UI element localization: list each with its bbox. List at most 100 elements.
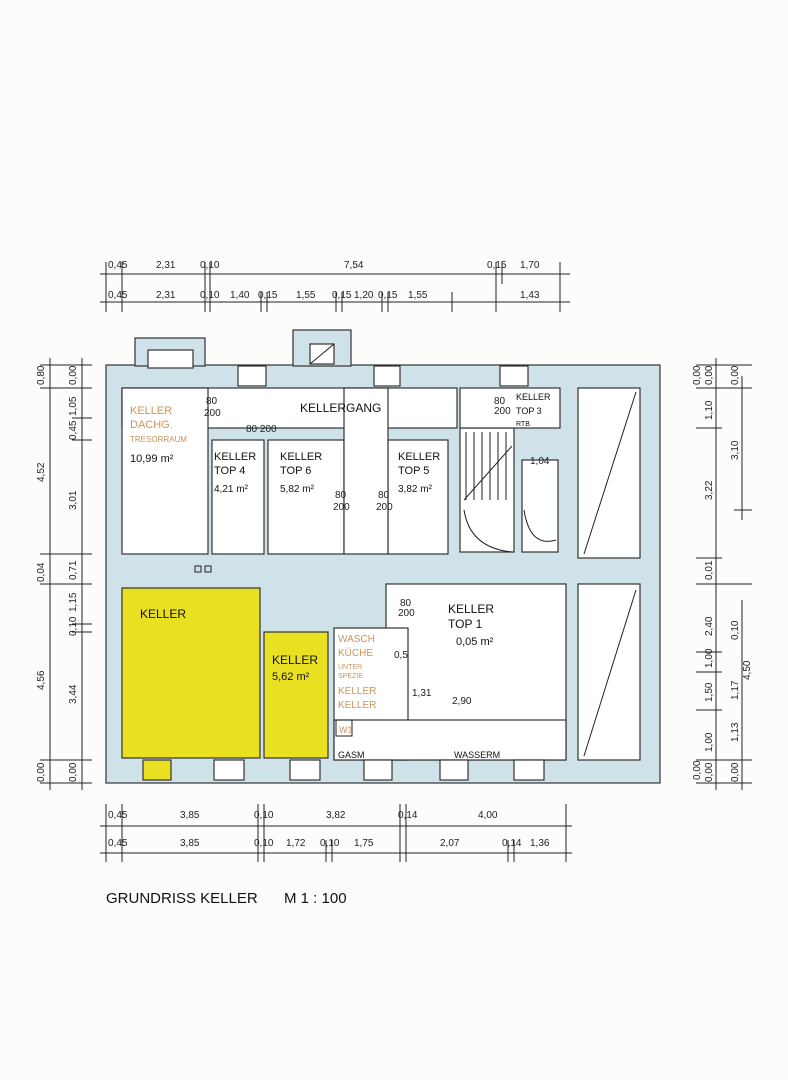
room-keller-top3	[459, 387, 561, 429]
dim-right2-1: 3,10	[730, 440, 741, 460]
door-1b: 200	[204, 408, 221, 419]
dim-bot2-8: 1,36	[530, 838, 550, 849]
outlet-2	[204, 565, 212, 573]
dim-top2-9: 1,55	[408, 290, 428, 301]
stairs	[463, 432, 557, 553]
dim-2-90: 2,90	[452, 696, 472, 707]
label-keller-small-area: 5,62 m²	[272, 671, 310, 683]
dim-left2-1: 1,05	[68, 396, 79, 416]
label-dach-2: DACHG.	[130, 419, 173, 431]
dim-bot1-2: 0,10	[254, 810, 274, 821]
dim-top1-4: 0,15	[487, 260, 507, 271]
room-keller-highlight-small	[263, 631, 329, 759]
plan-title: GRUNDRISS KELLER	[106, 890, 258, 907]
label-wasch-5: KELLER	[338, 686, 376, 697]
dim-top2-4: 0,15	[258, 290, 278, 301]
door-2a: 80	[335, 490, 347, 501]
dim-top2-5: 1,55	[296, 290, 316, 301]
room-keller-dachg	[121, 387, 209, 555]
label-wasch-2: KÜCHE	[338, 647, 373, 659]
dim-top1-0: 0,45	[108, 260, 128, 271]
dim-bot2-6: 2,07	[440, 838, 460, 849]
chimney-left	[147, 349, 194, 369]
dim-bot2-0: 0,45	[108, 838, 128, 849]
label-top6-area: 5,82 m²	[280, 484, 315, 495]
dim-right1-1: 1,10	[704, 400, 715, 420]
label-wasserm: WASSERM	[454, 750, 500, 760]
dim-top1-5: 1,70	[520, 260, 540, 271]
label-top1-area: 0,05 m²	[456, 636, 494, 648]
dim-0-5: 0,5	[394, 650, 408, 661]
label-wasch-3: UNTER	[338, 664, 362, 671]
label-top3-3: RTB	[516, 421, 530, 428]
label-top3-2: TOP 3	[516, 406, 542, 416]
door-3a: 80	[378, 490, 390, 501]
label-kellergang: KELLERGANG	[300, 401, 381, 415]
label-top1-2: TOP 1	[448, 617, 483, 631]
dim-right2-3: 1,17	[730, 680, 741, 700]
dim-bot2-5: 1,75	[354, 838, 374, 849]
dim-right3-0: 0,00	[692, 760, 703, 780]
dim-bot1-3: 3,82	[326, 810, 346, 821]
dim-right1-6: 1,50	[704, 682, 715, 702]
dim-right1-3: 0,01	[704, 560, 715, 580]
dim-top2-3: 1,40	[230, 290, 250, 301]
label-dach-3: TRESORRAUM	[130, 435, 187, 444]
dim-right2-5: 0,00	[730, 762, 741, 782]
dim-right1-5: 1,00	[704, 648, 715, 668]
dim-top2-7: 1,20	[354, 290, 374, 301]
label-top6-1: KELLER	[280, 451, 322, 463]
dim-right3-1: 4,50	[742, 660, 753, 680]
label-top5-2: TOP 5	[398, 465, 429, 477]
dimension-bottom: 0,45 3,85 0,10 3,82 0,14 4,00 0,45 3,85 …	[100, 804, 572, 862]
dim-left1-2: 0,04	[36, 562, 47, 582]
dim-left1-1: 4,52	[36, 462, 47, 482]
dim-left1-3: 4,56	[36, 670, 47, 690]
door-5b: 200	[494, 406, 511, 417]
dim-left2-2: 0,45	[68, 420, 79, 440]
dim-bot2-3: 1,72	[286, 838, 306, 849]
label-gasm: GASM	[338, 750, 365, 760]
door-2b: 200	[333, 502, 350, 513]
dimension-right: 0,00 1,10 3,22 0,01 2,40 1,00 1,50 1,00 …	[692, 358, 753, 790]
dim-right2-0: 0,00	[730, 365, 741, 385]
label-top4-1: KELLER	[214, 451, 256, 463]
dim-right1-2: 3,22	[704, 480, 715, 500]
door-1a: 80	[206, 396, 218, 407]
label-dach-1: KELLER	[130, 405, 172, 417]
dim-bot1-5: 4,00	[478, 810, 498, 821]
room-small-right	[521, 459, 559, 553]
dim-1-31: 1,31	[412, 688, 432, 699]
dim-right1-8: 0,00	[704, 762, 715, 782]
strip-right-top	[577, 387, 641, 559]
label-dach-area: 10,99 m²	[130, 453, 174, 465]
dim-left2-3: 3,01	[68, 490, 79, 510]
dim-left2-8: 0,00	[68, 762, 79, 782]
dim-top2-6: 0,15	[332, 290, 352, 301]
door-3b: 200	[376, 502, 393, 513]
label-top6-2: TOP 6	[280, 465, 311, 477]
dim-top2-10: 1,43	[520, 290, 540, 301]
label-keller-small: KELLER	[272, 653, 318, 667]
dim-top1-3: 7,54	[344, 260, 364, 271]
dim-1-04: 1,04	[530, 456, 550, 467]
room-keller-top4	[211, 439, 265, 555]
corridor-center	[343, 387, 389, 555]
door-5a: 80	[494, 396, 506, 407]
dim-right1-0: 0,00	[704, 365, 715, 385]
dim-bot2-4: 0,10	[320, 838, 340, 849]
label-w1: W1	[339, 725, 353, 735]
dim-bot2-2: 0,10	[254, 838, 274, 849]
dimension-left: 0,80 4,52 0,04 4,56 0,00 0,00 1,05 0,45 …	[36, 358, 92, 790]
dim-left2-0: 0,00	[68, 365, 79, 385]
dim-top2-2: 0,10	[200, 290, 220, 301]
dim-right1-7: 1,00	[704, 732, 715, 752]
dim-top2-8: 0,15	[378, 290, 398, 301]
dim-right1-4: 2,40	[704, 616, 715, 636]
dim-top2-1: 2,31	[156, 290, 176, 301]
dim-bot1-4: 0,14	[398, 810, 418, 821]
dim-left2-4: 0,71	[68, 560, 79, 580]
rooms	[121, 387, 641, 761]
room-keller-highlight-large	[121, 587, 261, 759]
